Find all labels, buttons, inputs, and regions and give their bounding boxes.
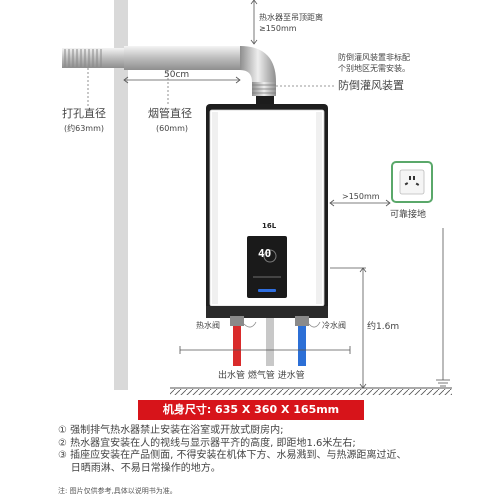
wall-column <box>114 0 128 390</box>
ceiling-distance-label: 热水器至吊顶距离 <box>259 13 323 22</box>
water-heater <box>206 104 328 318</box>
dimensions-banner: 机身尺寸: 635 X 360 X 165mm <box>138 400 364 420</box>
ceiling-distance-value: ≥150mm <box>259 24 297 33</box>
socket-distance-label: >150mm <box>342 192 380 201</box>
flue-pipe <box>62 46 276 106</box>
flue-diameter-value: (60mm) <box>156 124 189 133</box>
cold-valve-label: 冷水阀 <box>322 321 346 330</box>
grounding-label: 可靠接地 <box>390 210 427 220</box>
note-3-continued: 日晒雨淋、不易日常操作的地方。 <box>58 462 221 474</box>
socket-distance-dimension <box>329 199 391 207</box>
hot-water-pipe <box>230 316 244 366</box>
ground-wire <box>436 228 450 387</box>
gas-pipe <box>266 318 274 366</box>
anti-backdraft-note: 防倒灌风装置非标配 个别地区无需安装。 <box>338 53 410 73</box>
anti-backdraft-label: 防倒灌风装置 <box>338 79 404 92</box>
pipe-length-dimension <box>123 76 241 84</box>
display-temperature: 40 <box>258 247 272 260</box>
pipe-length-label: 50cm <box>164 70 190 80</box>
hot-valve-label: 热水阀 <box>196 321 220 330</box>
ceiling-dimension <box>250 0 258 45</box>
note-3: ③ 插座应安装在产品侧面, 不得安装在机体下方、水易溅到、与热源距离过近、 <box>58 450 407 461</box>
pipe-names-label: 出水管 燃气管 进水管 <box>218 371 305 381</box>
cold-water-pipe <box>295 316 309 366</box>
flue-diameter-label: 烟管直径 <box>148 107 192 120</box>
height-dimension <box>330 267 367 389</box>
pipe-span-dimension <box>179 346 351 354</box>
note-1: ① 强制排气热水器禁止安装在浴室或开放式厨房内; <box>58 425 284 436</box>
note-2: ② 热水器宜安装在人的视线与显示器平齐的高度, 即距地1.6米左右; <box>58 437 356 449</box>
floor <box>170 387 452 395</box>
footnote: 注: 图片仅供参考,具体以说明书为准。 <box>58 487 177 495</box>
drill-diameter-label: 打孔直径 <box>62 107 106 120</box>
height-label: 约1.6m <box>367 322 400 332</box>
power-socket <box>391 161 433 203</box>
installation-notes: ① 强制排气热水器禁止安装在浴室或开放式厨房内; ② 热水器宜安装在人的视线与显… <box>58 425 478 475</box>
drill-diameter-value: (约63mm) <box>64 124 105 133</box>
capacity-label: 16L <box>262 222 277 230</box>
display-panel <box>247 236 287 298</box>
